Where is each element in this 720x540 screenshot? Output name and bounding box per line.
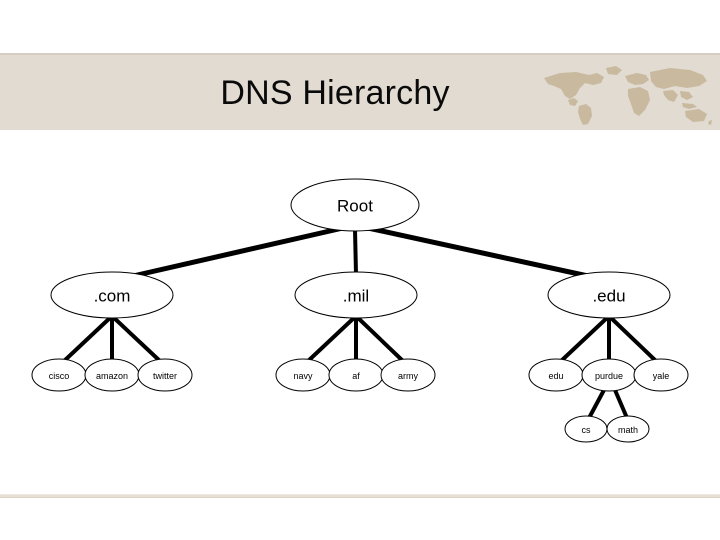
node-cisco-label: cisco bbox=[49, 371, 70, 381]
node-mil-label: .mil bbox=[343, 287, 369, 306]
node-root-label: Root bbox=[337, 197, 373, 216]
node-root-ellipse bbox=[290, 178, 420, 232]
node-math-ellipse bbox=[606, 415, 650, 443]
world-map-icon bbox=[544, 66, 712, 125]
node-af[interactable]: af bbox=[328, 358, 384, 392]
node-root[interactable]: Root bbox=[290, 178, 420, 232]
node-navy[interactable]: navy bbox=[275, 358, 331, 392]
node-army-ellipse bbox=[380, 358, 436, 392]
edge-root-com bbox=[132, 225, 344, 279]
node-amazon-label: amazon bbox=[96, 371, 128, 381]
node-com[interactable]: .com bbox=[50, 271, 174, 319]
node-edu-ellipse bbox=[547, 271, 671, 319]
dns-hierarchy-diagram: Root .com .mil .edu cisco amazon twitter bbox=[0, 130, 720, 494]
edge-root-edu bbox=[367, 225, 589, 279]
edge-mil-navy bbox=[305, 314, 358, 364]
node-yale[interactable]: yale bbox=[633, 358, 689, 392]
node-yale-ellipse bbox=[633, 358, 689, 392]
edge-com-cisco bbox=[61, 314, 114, 364]
edge-purdue-math bbox=[613, 389, 629, 419]
node-yale-label: yale bbox=[653, 371, 670, 381]
node-com-label: .com bbox=[94, 287, 131, 306]
node-purdue-label: purdue bbox=[595, 371, 623, 381]
page-title: DNS Hierarchy bbox=[220, 74, 450, 112]
slide-header-banner: DNS Hierarchy bbox=[0, 53, 720, 130]
node-edu-label: .edu bbox=[592, 287, 625, 306]
node-twitter-label: twitter bbox=[153, 371, 177, 381]
node-twitter[interactable]: twitter bbox=[137, 358, 193, 392]
slide-footer-rule bbox=[0, 494, 720, 498]
edge-root-mil bbox=[353, 229, 358, 275]
node-af-label: af bbox=[352, 371, 360, 381]
node-com-ellipse bbox=[50, 271, 174, 319]
node-math-label: math bbox=[618, 425, 638, 435]
edge-mil-army bbox=[354, 314, 406, 364]
node-cs[interactable]: cs bbox=[564, 415, 608, 443]
diagram-edges bbox=[61, 225, 659, 419]
node-navy-label: navy bbox=[293, 371, 313, 381]
node-purdue[interactable]: purdue bbox=[581, 358, 637, 392]
node-edu[interactable]: .edu bbox=[547, 271, 671, 319]
edge-edu-yale bbox=[607, 314, 659, 364]
edge-edu-eduleaf bbox=[558, 314, 611, 364]
node-cs-label: cs bbox=[582, 425, 592, 435]
node-cisco[interactable]: cisco bbox=[31, 358, 87, 392]
node-mil[interactable]: .mil bbox=[294, 271, 418, 319]
node-amazon[interactable]: amazon bbox=[84, 358, 140, 392]
edge-purdue-cs bbox=[587, 389, 606, 419]
node-army[interactable]: army bbox=[380, 358, 436, 392]
node-army-label: army bbox=[398, 371, 418, 381]
node-mil-ellipse bbox=[294, 271, 418, 319]
edge-com-twitter bbox=[110, 314, 163, 364]
node-eduleaf[interactable]: edu bbox=[528, 358, 584, 392]
node-eduleaf-label: edu bbox=[548, 371, 563, 381]
node-math[interactable]: math bbox=[606, 415, 650, 443]
node-twitter-ellipse bbox=[137, 358, 193, 392]
